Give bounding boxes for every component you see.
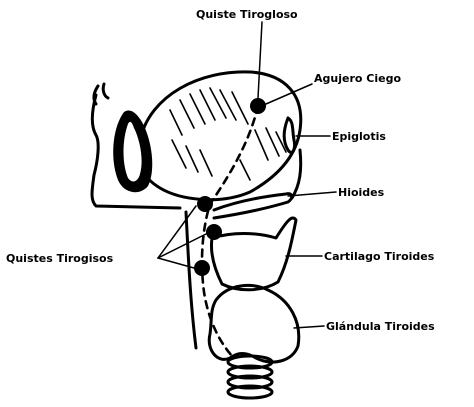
epiglottis-shape [284, 118, 294, 152]
leader-cyst-2 [158, 234, 206, 258]
neck-back [292, 150, 301, 198]
cyst-tongue [250, 98, 266, 114]
thyroid-cartilage [211, 218, 296, 290]
label-quiste-tirogloso: Quiste Tirogloso [196, 8, 298, 21]
tongue-outline [138, 72, 301, 200]
label-cartilago-tiroides: Cartilago Tiroides [324, 250, 435, 263]
label-glandula-tiroides: Glándula Tiroides [326, 320, 435, 333]
leader-quiste-tirogloso [258, 22, 262, 98]
cyst-1 [197, 196, 213, 212]
neck-front [186, 212, 196, 348]
label-hioides: Hioides [338, 186, 385, 199]
cyst-2 [206, 224, 222, 240]
cyst-3 [194, 260, 210, 276]
tongue-hatching [170, 88, 286, 180]
label-agujero-ciego: Agujero Ciego [314, 72, 401, 85]
leader-cyst-1 [158, 206, 196, 258]
label-epiglotis: Epiglotis [332, 130, 386, 143]
thyroid-gland [209, 285, 299, 362]
label-quistes-tirogisos: Quistes Tirogisos [6, 252, 114, 265]
